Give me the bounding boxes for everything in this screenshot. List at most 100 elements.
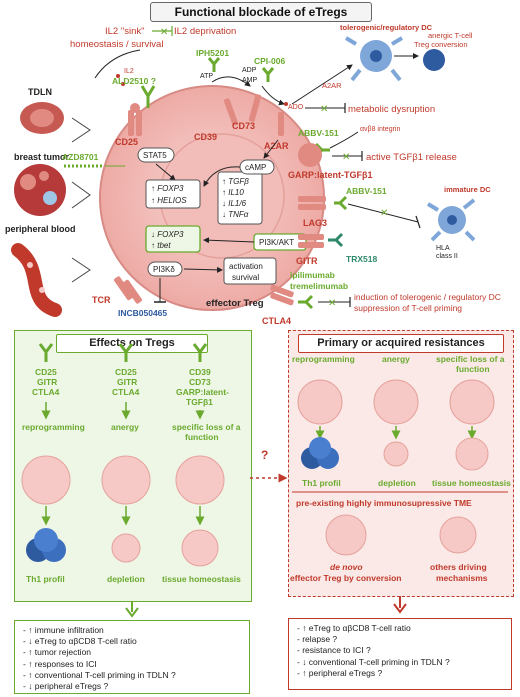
abbv151-b-label: ABBV-151	[346, 186, 387, 196]
garp-complex-icon	[298, 143, 322, 167]
right-col3-effect-1: function	[456, 364, 490, 374]
tremelimumab-label: tremelimumab	[290, 281, 348, 291]
mechanism-diagram: TDLN breast tumor peripheral blood IL2 "…	[5, 23, 501, 326]
lag3-receptor-icon	[298, 196, 326, 210]
tdln-icon	[20, 102, 64, 134]
left-col1-target-2: CTLA4	[32, 387, 60, 397]
svg-text:✕: ✕	[342, 152, 350, 163]
others-label-0: others driving	[430, 562, 487, 572]
svg-text:✕: ✕	[160, 27, 168, 38]
tolerogenic-dc-icon	[344, 36, 404, 82]
right-col1-effect: reprogramming	[292, 354, 355, 364]
metabolic-label: metabolic dysruption	[348, 104, 435, 115]
lag3-label: LAG3	[303, 218, 327, 228]
right-bottom-cell-icons	[325, 514, 477, 556]
tcr-receptor-icon	[114, 276, 142, 304]
left-list-item: - ↑ conventional T-cell priming in TDLN …	[23, 669, 176, 680]
azd8701-label: AZD8701	[62, 152, 99, 162]
ado-label: ADO	[288, 104, 304, 111]
denovo-rest-label: effector Treg by conversion	[290, 573, 401, 583]
tme-label: pre-existing highly immunosupressive TME	[296, 498, 472, 508]
left-outcome-list: - ↑ immune infiltration - ↓ eTreg to αβC…	[14, 620, 250, 694]
cytokine-1: ↑ IL10	[222, 188, 244, 197]
stat5-box	[137, 147, 175, 163]
cd25-receptor-icon	[128, 103, 142, 136]
pi3k-akt-label: PI3K/AKT	[259, 238, 294, 247]
stat5-label: STAT5	[143, 151, 167, 160]
right-homeostasis-cell-icon	[455, 437, 489, 471]
svg-text:✕: ✕	[328, 298, 336, 309]
th1-cluster-icon	[26, 528, 66, 562]
left-col3-target-2: GARP:latent-	[176, 387, 229, 397]
left-list-item: - ↑ immune infiltration	[23, 625, 104, 635]
left-col3-target-0: CD39	[189, 367, 211, 377]
induction-label: induction of tolerogenic / regulatory DC	[354, 292, 501, 302]
blood-vessel-icon	[11, 243, 62, 317]
trx518-antibody-icon	[328, 232, 344, 248]
right-list-item: - relapse ?	[297, 634, 338, 645]
cpi006-antibody-icon	[261, 67, 275, 82]
suppression-label: suppression of T-cell priming	[354, 303, 462, 313]
left-down-arrow	[125, 602, 139, 618]
left-col2-target-0: CD25	[115, 367, 137, 377]
foxp3-down-label: ↓ FOXP3	[151, 230, 184, 239]
left-col1-target-0: CD25	[35, 367, 57, 377]
left-col3-outcome: tissue homeostasis	[162, 574, 241, 584]
left-col2-target-2: CTLA4	[112, 387, 140, 397]
tolerogenic-dc-label: tolerogenic/regulatory DC	[340, 23, 433, 32]
hla-label: HLA	[436, 245, 450, 252]
left-list-item: - ↑ responses to ICI	[23, 658, 97, 669]
left-list-item: - ↓ eTreg to αβCD8 T-cell ratio	[23, 636, 137, 647]
gitr-receptor-icon	[298, 234, 324, 248]
garp-label: GARP:latent-TGFβ1	[288, 170, 373, 180]
il2-deprivation-label: IL2 deprivation	[174, 26, 236, 37]
left-list-item: - ↑ tumor rejection	[23, 647, 92, 658]
camp-label: cAMP	[245, 163, 266, 172]
cytokine-2: ↓ IL1/6	[222, 199, 247, 208]
left-col2-target-1: GITR	[117, 377, 137, 387]
cpi006-label: CPI-006	[254, 56, 285, 66]
tcr-label: TCR	[92, 295, 111, 305]
a2ar-label: A2AR	[264, 141, 289, 151]
avb8-label: αvβ8 integrin	[360, 126, 400, 133]
tbet-up-label: ↑ tbet	[151, 241, 171, 250]
anergic-tcell-label: anergic T-cell	[428, 31, 473, 40]
breast-tumor-label: breast tumor	[14, 152, 70, 162]
left-list-item: - ↓ peripheral eTregs ?	[23, 681, 109, 692]
left-panel-diagram: CD25 GITR CTLA4 CD25 GITR CTLA4 CD39 CD7…	[21, 343, 241, 610]
cd39-label: CD39	[194, 132, 217, 142]
denovo-label: de novo	[330, 562, 363, 572]
ipilimumab-label: ipilimumab	[290, 270, 335, 280]
cytokine-3: ↓ TNFα	[222, 210, 249, 219]
ctla4-receptor-icon	[270, 284, 294, 306]
foxp3-tbet-box	[145, 225, 201, 253]
lag3-antibody-icon	[334, 195, 348, 211]
right-treg-cell-icons	[297, 379, 495, 425]
svg-text:✕: ✕	[320, 104, 328, 115]
right-down-arrow	[393, 596, 407, 614]
treg-conversion-label: Treg conversion	[414, 40, 468, 49]
tdln-label: TDLN	[28, 87, 52, 97]
right-panel-diagram: reprogramming anergy specific loss of a …	[290, 354, 511, 583]
left-col3-effect-0: specific loss of a	[172, 422, 241, 432]
incb-label: INCB050465	[118, 308, 167, 318]
right-col1-outcome: Th1 profil	[302, 478, 341, 488]
depletion-cell-icon	[111, 533, 141, 563]
right-list-item: - resistance to ICI ?	[297, 645, 371, 656]
connector-question: ?	[261, 448, 269, 462]
homeostasis-cell-icon	[181, 529, 219, 567]
effector-treg-label: effector Treg	[206, 298, 264, 309]
il2-label: IL2	[124, 68, 134, 75]
right-panel-heading: Primary or acquired resistances	[298, 334, 504, 353]
homeostasis-label: homeostasis / survival	[70, 39, 163, 50]
svg-text:✕: ✕	[380, 208, 388, 219]
ctla4-antibody-icon	[298, 294, 314, 310]
right-list-item: - ↑ peripheral eTregs ?	[297, 667, 383, 678]
class2-label: class II	[436, 253, 458, 260]
ald2510-antibody-icon	[140, 85, 156, 108]
left-col3-target-1: CD73	[189, 377, 211, 387]
iph5201-label: IPH5201	[196, 48, 229, 58]
amp-label: AMP	[242, 77, 258, 84]
foxp3-up-label: ↑ FOXP3	[151, 184, 184, 193]
immature-dc-label: immature DC	[444, 185, 491, 194]
